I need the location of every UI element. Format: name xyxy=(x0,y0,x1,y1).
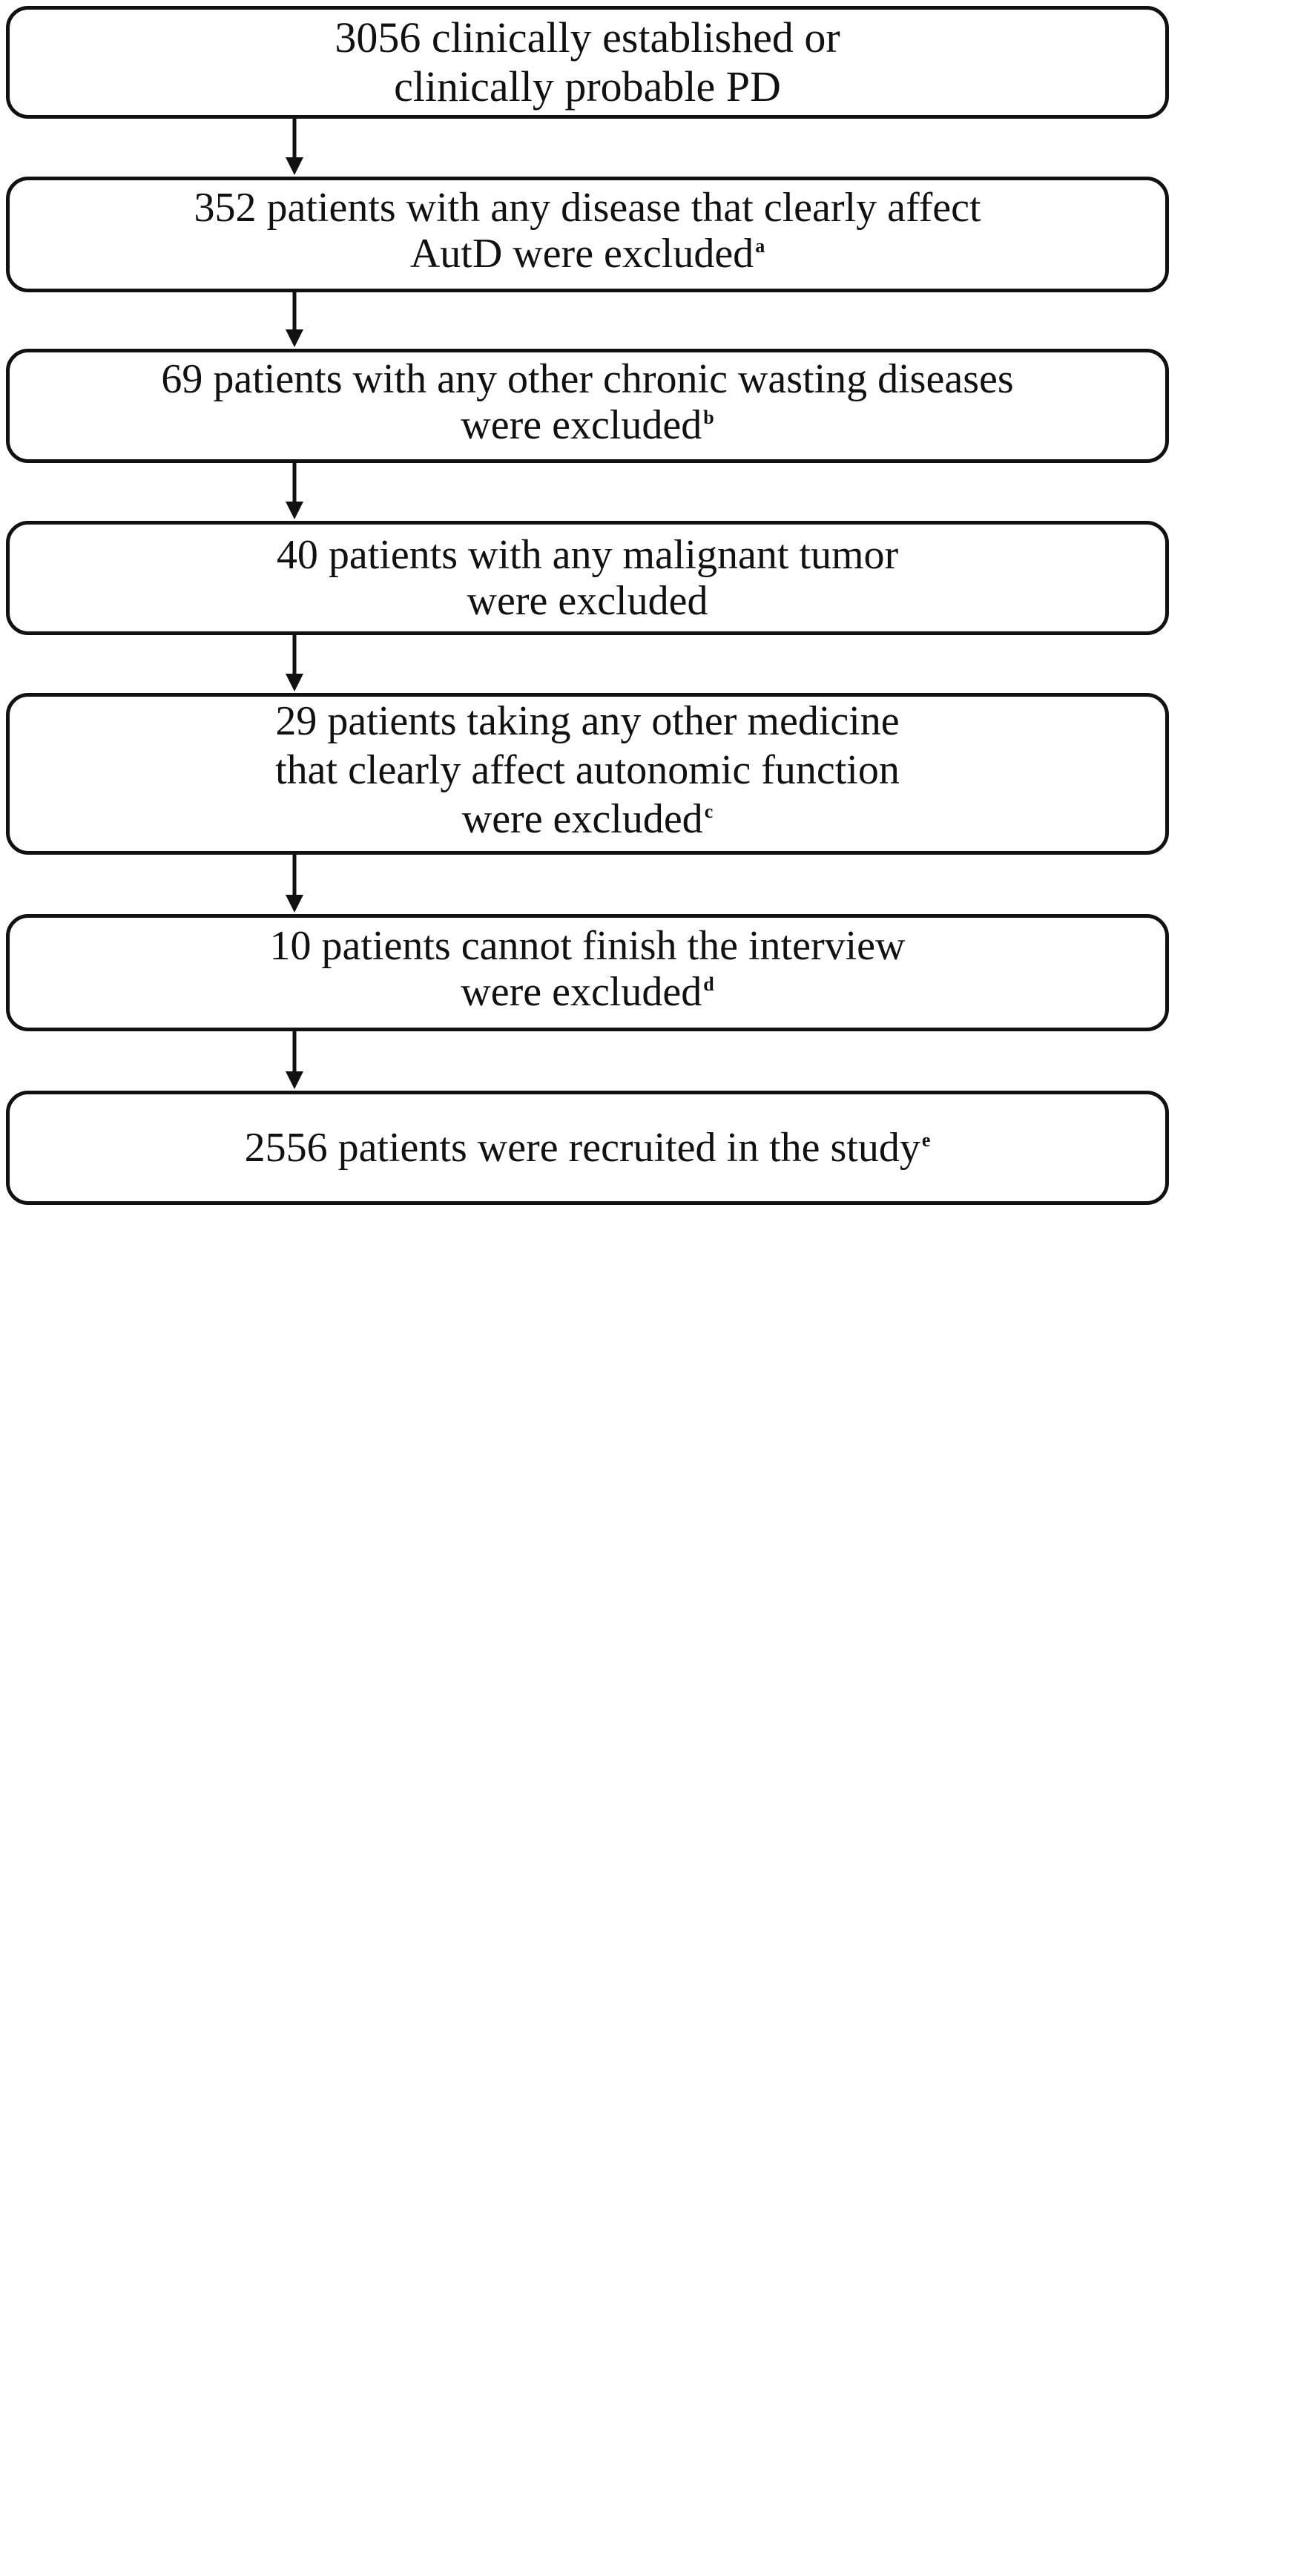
step-text-line: 29 patients taking any other medicine xyxy=(275,698,900,744)
footnote-marker: a xyxy=(755,235,765,257)
step-text-line: that clearly affect autonomic function xyxy=(275,747,900,793)
step-text-line: 2556 patients were recruited in the stud… xyxy=(244,1125,931,1171)
arrow-step3-to-step4 xyxy=(286,463,303,519)
flow-step-exclusion-malignant-tumor: 40 patients with any malignant tumor wer… xyxy=(6,521,1169,635)
footnote-marker: b xyxy=(703,407,714,428)
flow-step-exclusion-medicine: 29 patients taking any other medicine th… xyxy=(6,693,1169,855)
flow-step-initial-cohort: 3056 clinically established or clinicall… xyxy=(6,6,1169,119)
footnote-marker: d xyxy=(703,973,714,995)
flow-step-exclusion-wasting-disease: 69 patients with any other chronic wasti… xyxy=(6,349,1169,463)
step-text-line: were excludedc xyxy=(461,796,714,842)
step-text-line: 10 patients cannot finish the interview xyxy=(269,923,906,969)
step-text-line: 40 patients with any malignant tumor xyxy=(276,532,899,578)
flow-step-exclusion-autd-disease: 352 patients with any disease that clear… xyxy=(6,177,1169,292)
step-text-line: 352 patients with any disease that clear… xyxy=(194,185,981,231)
arrow-step6-to-step7 xyxy=(286,1031,303,1089)
footnote-marker: e xyxy=(921,1129,931,1151)
step-text-line: were excluded xyxy=(467,578,708,624)
step-text-line: clinically probable PD xyxy=(394,62,781,111)
footnote-marker: c xyxy=(704,801,714,822)
arrow-step1-to-step2 xyxy=(286,119,303,175)
flow-step-exclusion-interview: 10 patients cannot finish the interview … xyxy=(6,914,1169,1031)
step-text-line: were excludedb xyxy=(461,402,714,448)
step-text-line: AutD were excludeda xyxy=(409,231,765,277)
flow-step-final-recruited: 2556 patients were recruited in the stud… xyxy=(6,1091,1169,1205)
arrow-step5-to-step6 xyxy=(286,855,303,913)
arrow-step2-to-step3 xyxy=(286,292,303,347)
step-text-line: 69 patients with any other chronic wasti… xyxy=(161,356,1014,402)
step-text-line: were excludedd xyxy=(461,969,714,1015)
arrow-step4-to-step5 xyxy=(286,635,303,691)
step-text-line: 3056 clinically established or xyxy=(335,13,840,62)
